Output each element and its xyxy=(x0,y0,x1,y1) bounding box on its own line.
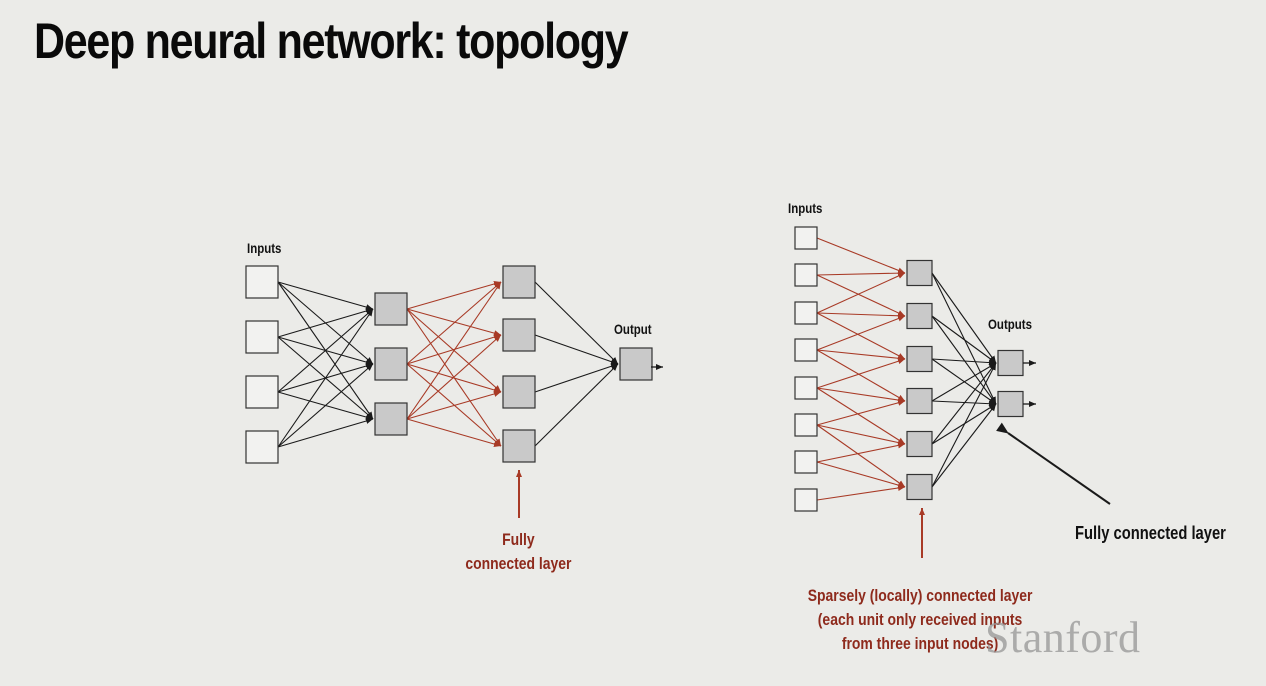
right-edge-sparse xyxy=(816,312,906,360)
left-input-node xyxy=(245,265,279,299)
left-edge-hidden2-output xyxy=(534,334,619,365)
left-input-node xyxy=(245,375,279,409)
right-input-node xyxy=(794,376,818,400)
left-edge-input-hidden1 xyxy=(277,308,374,338)
left-edge-hidden1-hidden2 xyxy=(406,363,502,393)
left-fc-caption-line1: Fully xyxy=(502,530,535,549)
right-edge-sparse xyxy=(816,349,906,362)
left-input-node xyxy=(245,320,279,354)
right-edge-sparse xyxy=(816,312,906,319)
network-nodes xyxy=(245,226,1024,512)
left-fc-caption: Fully connected layer xyxy=(461,528,576,576)
left-hidden1-node xyxy=(374,402,408,436)
left-output-node xyxy=(619,347,653,381)
right-edge-fully-connected xyxy=(931,272,997,364)
left-edge-input-hidden1 xyxy=(277,308,374,448)
right-edge-fully-connected xyxy=(931,400,997,407)
left-output-label: Output xyxy=(614,321,652,337)
left-edge-input-hidden1 xyxy=(277,308,374,393)
right-input-node xyxy=(794,413,818,437)
left-inputs-label: Inputs xyxy=(247,240,282,256)
right-network-edges xyxy=(816,237,997,501)
right-edge-sparse xyxy=(816,442,906,463)
left-edge-hidden2-output xyxy=(534,363,619,447)
left-edge-hidden1-hidden2 xyxy=(406,281,502,365)
right-edge-fully-connected xyxy=(931,362,997,488)
right-edge-sparse xyxy=(816,349,906,402)
right-edge-sparse xyxy=(816,424,906,446)
sparse-caption: Sparsely (locally) connected layer (each… xyxy=(795,584,1045,656)
left-edge-hidden2-output xyxy=(534,363,619,393)
right-input-node xyxy=(794,263,818,287)
right-input-node xyxy=(794,226,818,250)
right-inputs-label: Inputs xyxy=(788,200,823,216)
right-edge-sparse xyxy=(816,315,906,351)
left-edge-input-hidden1 xyxy=(277,281,374,310)
right-output-node xyxy=(997,390,1024,418)
right-edge-fully-connected xyxy=(931,403,997,488)
right-hidden-node xyxy=(906,473,933,501)
right-outputs-label: Outputs xyxy=(988,316,1032,332)
right-hidden-node xyxy=(906,259,933,287)
right-edge-sparse xyxy=(816,485,906,501)
right-input-node xyxy=(794,450,818,474)
sparse-caption-line2: (each unit only received inputs xyxy=(817,610,1023,629)
right-fc-pointer-arrow xyxy=(996,422,1111,505)
slide-title: Deep neural network: topology xyxy=(34,13,629,69)
left-edge-hidden1-hidden2 xyxy=(406,281,502,310)
left-edge-hidden1-hidden2 xyxy=(406,281,502,420)
left-hidden2-node xyxy=(502,375,536,409)
right-input-node xyxy=(794,338,818,362)
right-edge-sparse xyxy=(816,399,906,426)
left-edge-hidden1-hidden2 xyxy=(406,308,502,337)
right-edge-sparse xyxy=(816,424,906,488)
sparse-caption-line1: Sparsely (locally) connected layer xyxy=(807,586,1033,605)
right-edge-sparse xyxy=(816,272,906,314)
right-fc-caption: Fully connected layer xyxy=(1075,523,1226,543)
right-hidden-node xyxy=(906,345,933,373)
right-edge-fully-connected xyxy=(931,272,997,405)
left-edge-hidden1-hidden2 xyxy=(406,334,502,365)
right-hidden-node xyxy=(906,430,933,458)
left-edge-hidden1-hidden2 xyxy=(406,334,502,420)
right-hidden-node xyxy=(906,302,933,330)
right-input-node xyxy=(794,301,818,325)
left-edge-input-hidden1 xyxy=(277,363,374,448)
caption-pointers xyxy=(516,360,1111,558)
left-hidden2-node xyxy=(502,429,536,463)
right-edge-sparse xyxy=(816,387,906,403)
stanford-watermark: Stanford xyxy=(985,613,1141,662)
left-input-node xyxy=(245,430,279,464)
left-network-edges xyxy=(277,281,619,448)
right-edge-sparse xyxy=(816,274,906,317)
right-edge-fully-connected xyxy=(931,358,997,366)
right-edge-sparse xyxy=(816,387,906,445)
left-hidden1-node xyxy=(374,292,408,326)
left-edge-hidden2-output xyxy=(534,281,619,365)
right-edge-fully-connected xyxy=(931,315,997,405)
left-edge-hidden1-hidden2 xyxy=(406,418,502,447)
right-edge-fully-connected xyxy=(931,315,997,364)
right-edge-sparse xyxy=(816,358,906,389)
left-edge-hidden1-hidden2 xyxy=(406,391,502,420)
right-edge-fully-connected xyxy=(931,362,997,445)
right-edge-sparse xyxy=(816,237,906,274)
sparse-caption-line3: from three input nodes) xyxy=(841,634,999,653)
right-output-node xyxy=(997,349,1024,377)
right-edge-fully-connected xyxy=(931,362,997,402)
left-edge-input-hidden1 xyxy=(277,418,374,448)
left-hidden1-node xyxy=(374,347,408,381)
left-fc-caption-line2: connected layer xyxy=(465,554,572,573)
left-hidden2-node xyxy=(502,318,536,352)
right-edge-sparse xyxy=(816,461,906,488)
right-input-node xyxy=(794,488,818,512)
right-edge-sparse xyxy=(816,270,906,277)
left-hidden2-node xyxy=(502,265,536,299)
right-hidden-node xyxy=(906,387,933,415)
